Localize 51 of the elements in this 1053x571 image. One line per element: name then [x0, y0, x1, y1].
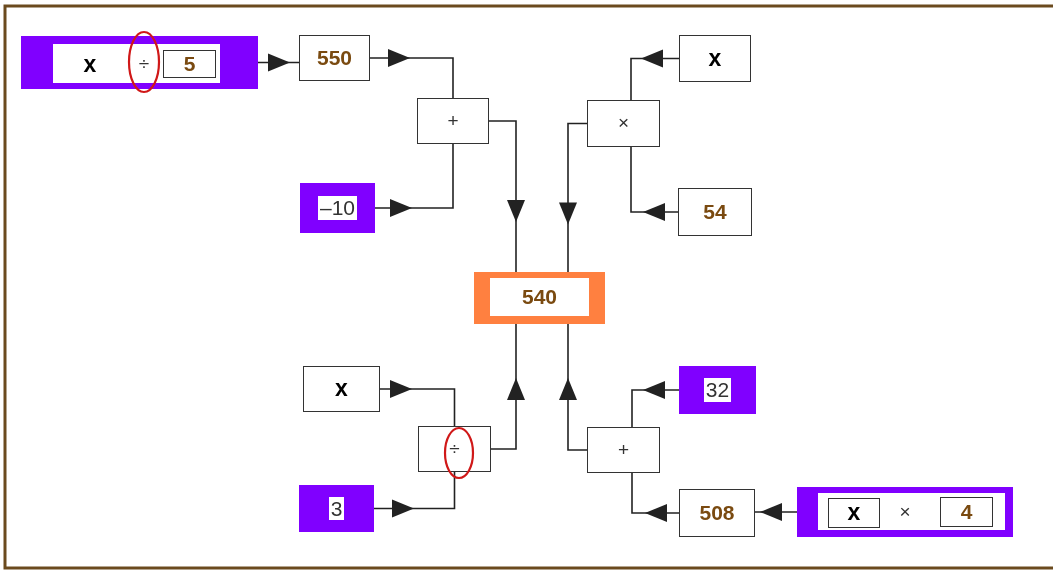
number-box	[679, 366, 756, 414]
arrow	[490, 323, 525, 450]
arrow	[488, 120, 525, 273]
arrow	[754, 503, 798, 521]
arrow	[369, 49, 454, 99]
variable-label: x	[82, 50, 98, 77]
expression-box	[797, 487, 1013, 537]
variable-label: x	[847, 500, 861, 526]
variable-box	[828, 498, 880, 528]
number-label: 54	[703, 200, 727, 224]
number-label: 508	[699, 501, 735, 525]
number-box	[300, 183, 375, 233]
arrow	[257, 53, 300, 72]
number-box	[940, 497, 993, 527]
arrow	[374, 143, 454, 217]
operator-symbol: ×	[898, 499, 912, 524]
operator-box	[587, 427, 660, 473]
operator-symbol: +	[447, 110, 459, 132]
result-box	[474, 272, 605, 324]
arrow	[631, 472, 680, 522]
number-box	[299, 485, 374, 532]
arrow	[379, 380, 456, 427]
arrow	[630, 146, 679, 221]
number-label: –10	[317, 196, 357, 220]
number-label: 4	[960, 500, 973, 524]
operator-box	[587, 100, 660, 147]
arrow	[373, 471, 456, 518]
arrow	[559, 323, 588, 451]
number-label: 32	[703, 378, 732, 402]
operator-box	[418, 426, 491, 472]
operator-symbol: ÷	[137, 51, 151, 76]
operator-symbol: +	[617, 439, 630, 461]
number-box	[299, 35, 370, 81]
expression-box	[21, 36, 258, 89]
number-label: 540	[521, 285, 557, 309]
number-box	[163, 50, 216, 78]
arrow	[630, 49, 680, 101]
variable-box	[679, 35, 751, 82]
arrow	[631, 381, 680, 428]
number-box	[679, 489, 755, 537]
number-label: 550	[316, 46, 352, 70]
operator-symbol: ÷	[449, 438, 460, 460]
variable-label: x	[335, 376, 348, 402]
number-label: 5	[183, 52, 196, 76]
number-label: 3	[328, 496, 345, 521]
variable-box	[303, 366, 380, 412]
operator-symbol: ×	[617, 113, 630, 134]
operator-box	[417, 98, 489, 144]
variable-label: x	[708, 45, 722, 72]
arrow	[559, 122, 588, 273]
number-box	[678, 188, 752, 236]
